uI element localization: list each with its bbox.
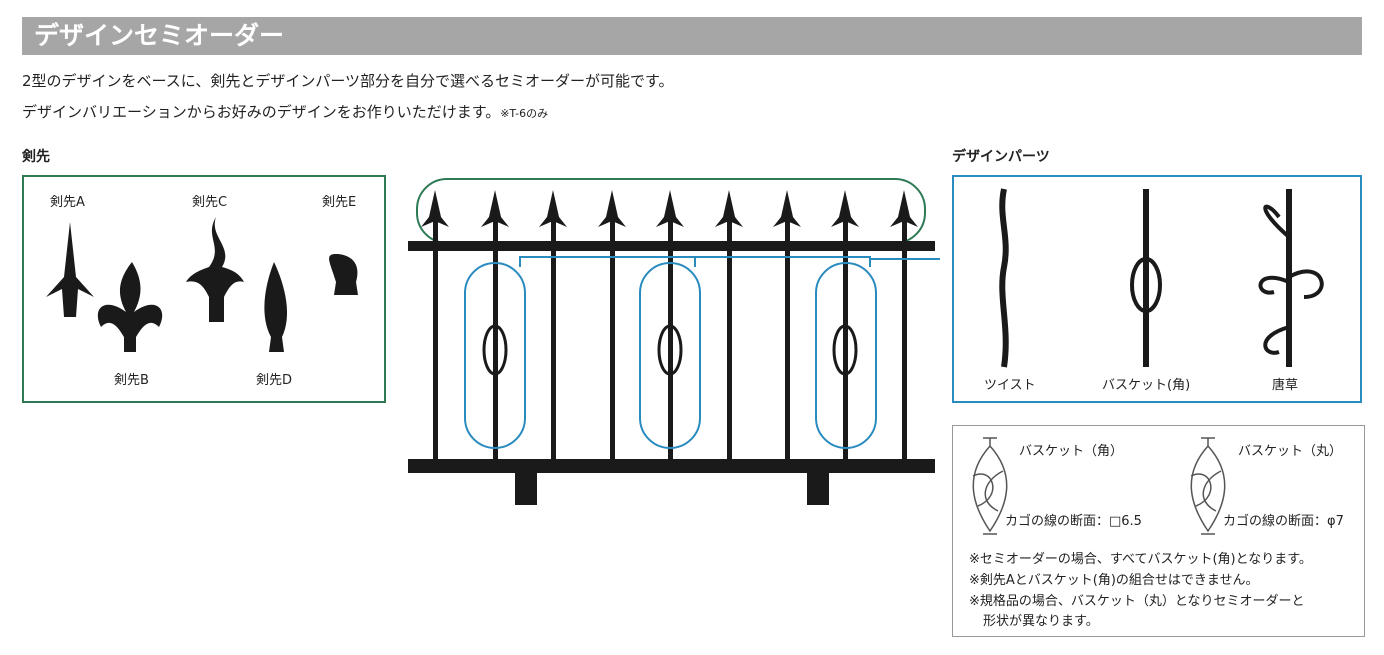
tip-e-icon — [329, 254, 358, 295]
basket-square-label: バスケット(角) — [1102, 378, 1191, 393]
tip-c-label: 剣先C — [192, 195, 228, 210]
section-round: カゴの線の断面：φ7 — [1223, 514, 1344, 529]
tip-d-icon — [264, 262, 288, 352]
basket-round-diagram — [1190, 437, 1226, 535]
basket-round-title: バスケット（丸） — [1238, 444, 1343, 459]
pickets — [421, 190, 918, 505]
tip-c-icon — [186, 217, 244, 322]
tip-a-icon — [46, 222, 94, 317]
basket-diagrams — [972, 437, 1226, 535]
intro-note: ※T-6のみ — [500, 107, 549, 120]
basket-square-title: バスケット（角） — [1019, 444, 1124, 459]
twist-label: ツイスト — [984, 378, 1036, 393]
section-header: デザインセミオーダー — [22, 17, 1362, 55]
tip-b-label: 剣先B — [114, 373, 149, 388]
twist-icon — [999, 188, 1009, 368]
basket-square-diagram — [972, 437, 1008, 535]
arabesque-label: 唐草 — [1272, 378, 1299, 393]
note-4: 形状が異なります。 — [983, 614, 1099, 629]
bottom-rail — [408, 459, 935, 473]
tips-panel: 剣先A 剣先B 剣先C 剣先D 剣先E — [22, 175, 386, 403]
tip-b-icon — [97, 262, 163, 352]
intro-line-2: デザインバリエーションからお好みのデザインをお作りいただけます。※T-6のみ — [22, 101, 548, 122]
intro-line-1: 2型のデザインをベースに、剣先とデザインパーツ部分を自分で選べるセミオーダーが可… — [22, 72, 674, 90]
design-parts-illustration — [999, 188, 1324, 368]
note-2: ※剣先Aとバスケット(角)の組合せはできません。 — [969, 573, 1259, 588]
note-1: ※セミオーダーの場合、すべてバスケット(角)となります。 — [969, 552, 1312, 567]
design-parts-panel: ツイスト バスケット(角) 唐草 — [952, 175, 1362, 403]
tip-a-label: 剣先A — [50, 195, 85, 210]
fence-illustration — [408, 178, 940, 505]
section-square: カゴの線の断面：□6.5 — [1005, 514, 1142, 529]
tip-d-label: 剣先D — [256, 373, 293, 388]
tip-e-label: 剣先E — [322, 195, 357, 210]
tips-heading: 剣先 — [22, 149, 50, 165]
notes-panel: バスケット（角） バスケット（丸） カゴの線の断面：□6.5 カゴの線の断面：φ… — [952, 425, 1365, 637]
parts-heading: デザインパーツ — [952, 149, 1050, 165]
basket-ornaments — [482, 324, 858, 376]
part-highlight-outlines — [464, 256, 940, 449]
note-3: ※規格品の場合、バスケット（丸）となりセミオーダーと — [969, 594, 1305, 609]
intro-line-2-text: デザインバリエーションからお好みのデザインをお作りいただけます。 — [22, 103, 501, 121]
spear-tips-illustration — [46, 217, 358, 352]
